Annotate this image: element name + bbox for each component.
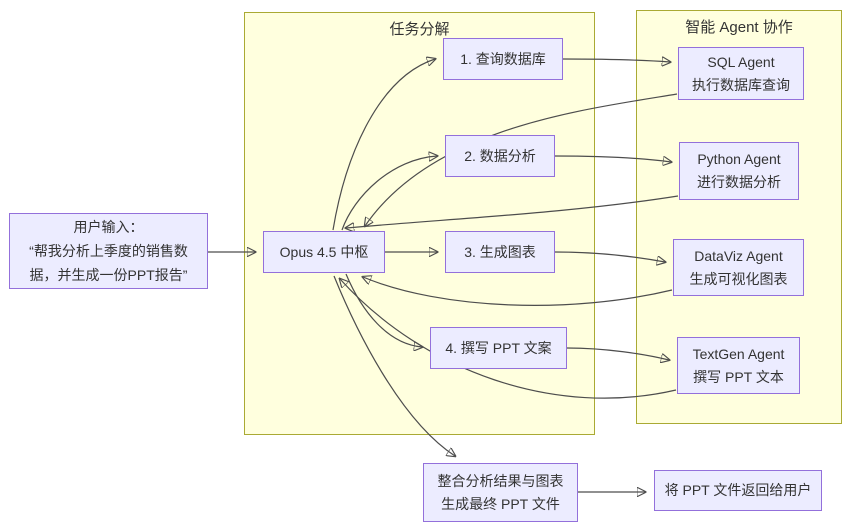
node-return-ppt-to-user-label: 将 PPT 文件返回给用户 xyxy=(664,482,812,498)
node-sql-agent: SQL Agent 执行数据库查询 xyxy=(678,47,804,100)
node-dataviz-agent-line1: DataViz Agent xyxy=(694,247,783,264)
node-return-ppt-to-user: 将 PPT 文件返回给用户 xyxy=(654,470,822,511)
node-user-input-line2: “帮我分析上季度的销售数 xyxy=(29,243,188,259)
node-dataviz-agent-line2: 生成可视化图表 xyxy=(689,270,788,287)
node-task3-label: 3. 生成图表 xyxy=(464,243,536,260)
node-task2-label: 2. 数据分析 xyxy=(464,147,536,164)
node-python-agent-line2: 进行数据分析 xyxy=(697,174,781,190)
node-python-agent: Python Agent 进行数据分析 xyxy=(679,142,799,200)
node-textgen-agent-line1: TextGen Agent xyxy=(692,345,785,362)
node-opus-hub-label: Opus 4.5 中枢 xyxy=(279,243,369,260)
subgraph-task-decomposition-title: 任务分解 xyxy=(389,21,450,38)
node-task4-label: 4. 撰写 PPT 文案 xyxy=(445,339,552,356)
node-dataviz-agent: DataViz Agent 生成可视化图表 xyxy=(673,239,804,296)
node-opus-hub: Opus 4.5 中枢 xyxy=(263,231,385,273)
node-textgen-agent-line2: 撰写 PPT 文本 xyxy=(693,368,784,385)
node-task4-write-ppt-copy: 4. 撰写 PPT 文案 xyxy=(430,327,567,369)
node-integrate-results-line2: 生成最终 PPT 文件 xyxy=(441,495,560,512)
node-user-input-line1: 用户输入： xyxy=(73,219,144,235)
node-integrate-results: 整合分析结果与图表 生成最终 PPT 文件 xyxy=(423,463,578,522)
node-task3-generate-charts: 3. 生成图表 xyxy=(445,231,555,273)
node-task2-data-analysis: 2. 数据分析 xyxy=(445,135,555,177)
node-task1-query-database: 1. 查询数据库 xyxy=(443,38,563,80)
node-integrate-results-line1: 整合分析结果与图表 xyxy=(437,472,564,489)
node-sql-agent-line2: 执行数据库查询 xyxy=(692,76,790,93)
node-user-input: 用户输入： “帮我分析上季度的销售数 据，并生成一份PPT报告” xyxy=(9,213,208,289)
node-sql-agent-line1: SQL Agent xyxy=(707,53,775,70)
subgraph-agent-collaboration-title: 智能 Agent 协作 xyxy=(685,19,793,36)
node-textgen-agent: TextGen Agent 撰写 PPT 文本 xyxy=(677,337,800,394)
node-user-input-line3: 据，并生成一份PPT报告” xyxy=(29,267,188,283)
node-python-agent-line1: Python Agent xyxy=(697,151,781,167)
node-task1-label: 1. 查询数据库 xyxy=(460,50,546,67)
